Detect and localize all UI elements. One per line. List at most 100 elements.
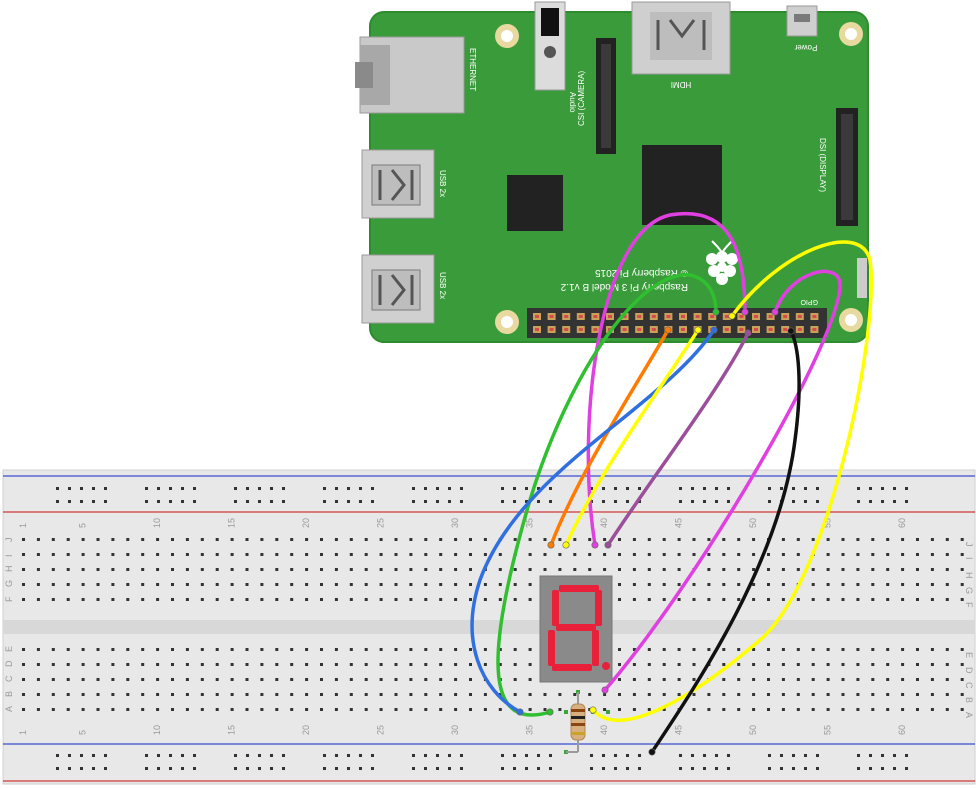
terminal-hole — [215, 568, 219, 571]
terminal-hole — [543, 693, 547, 696]
terminal-hole — [692, 678, 696, 681]
terminal-hole — [245, 538, 249, 541]
terminal-hole — [185, 538, 189, 541]
column-number: 40 — [599, 725, 609, 735]
rail-hole — [525, 487, 528, 490]
segment-f — [552, 590, 559, 626]
terminal-hole — [275, 553, 279, 556]
rail-hole — [626, 487, 629, 490]
terminal-hole — [230, 538, 234, 541]
terminal-hole — [618, 693, 621, 696]
terminal-hole — [960, 708, 964, 711]
gpio-pin-tip — [739, 315, 744, 318]
column-number: 50 — [748, 518, 758, 528]
terminal-hole — [275, 568, 279, 571]
terminal-hole — [96, 583, 100, 586]
terminal-hole — [930, 678, 934, 681]
terminal-hole — [469, 583, 472, 586]
terminal-hole — [886, 583, 890, 586]
rail-hole — [323, 500, 326, 503]
rail-hole — [68, 767, 71, 770]
terminal-hole — [290, 693, 294, 696]
rail-hole — [460, 767, 463, 770]
rail-hole — [905, 767, 908, 770]
terminal-hole — [51, 708, 55, 711]
terminal-hole — [796, 678, 800, 681]
rail-hole — [638, 754, 641, 757]
terminal-hole — [603, 568, 607, 571]
terminal-hole — [439, 568, 443, 571]
terminal-hole — [930, 648, 934, 651]
terminal-hole — [141, 648, 145, 651]
terminal-hole — [424, 538, 428, 541]
terminal-hole — [215, 538, 219, 541]
terminal-hole — [379, 568, 383, 571]
rail-hole — [92, 767, 95, 770]
terminal-hole — [126, 693, 130, 696]
terminal-hole — [290, 538, 294, 541]
terminal-hole — [737, 663, 741, 666]
terminal-hole — [916, 583, 919, 586]
terminal-hole — [513, 648, 517, 651]
terminal-hole — [275, 598, 279, 601]
terminal-hole — [677, 598, 681, 601]
terminal-hole — [200, 708, 204, 711]
rail-hole — [412, 500, 415, 503]
terminal-hole — [901, 648, 905, 651]
terminal-hole — [528, 553, 532, 556]
terminal-hole — [260, 568, 264, 571]
gpio-pin-tip — [724, 315, 729, 318]
terminal-hole — [439, 693, 443, 696]
terminal-hole — [364, 663, 368, 666]
terminal-hole — [126, 708, 130, 711]
terminal-hole — [364, 538, 368, 541]
terminal-hole — [737, 708, 741, 711]
terminal-hole — [126, 648, 130, 651]
rail-hole — [501, 500, 504, 503]
rail-hole — [193, 754, 196, 757]
terminal-hole — [364, 678, 368, 681]
terminal-hole — [483, 583, 487, 586]
terminal-hole — [498, 693, 502, 696]
terminal-hole — [66, 648, 70, 651]
terminal-hole — [230, 648, 234, 651]
usb-top-label: USB 2x — [438, 170, 447, 197]
terminal-hole — [439, 663, 443, 666]
rail-hole — [768, 500, 771, 503]
dsi-connector: DSI (DISPLAY) — [818, 108, 858, 226]
rail-hole — [881, 500, 884, 503]
terminal-hole — [945, 648, 949, 651]
terminal-hole — [886, 538, 890, 541]
power-port: Power — [786, 5, 818, 52]
terminal-hole — [498, 568, 502, 571]
row-letter: G — [4, 580, 14, 587]
rail-hole — [905, 487, 908, 490]
rail-hole — [804, 487, 807, 490]
rail-hole — [691, 767, 694, 770]
rail-hole — [679, 754, 682, 757]
terminal-hole — [886, 568, 890, 571]
terminal-hole — [498, 583, 502, 586]
terminal-hole — [945, 678, 949, 681]
terminal-hole — [796, 598, 800, 601]
gpio-pin-tip — [783, 328, 788, 331]
terminal-hole — [573, 553, 577, 556]
rail-hole — [549, 754, 552, 757]
terminal-hole — [439, 598, 443, 601]
terminal-hole — [260, 648, 264, 651]
wires — [470, 211, 874, 754]
rail-hole — [792, 487, 795, 490]
terminal-hole — [960, 568, 964, 571]
terminal-hole — [886, 663, 890, 666]
rail-hole — [525, 500, 528, 503]
terminal-hole — [320, 598, 323, 601]
terminal-hole — [141, 708, 145, 711]
terminal-hole — [752, 553, 756, 556]
terminal-hole — [215, 553, 219, 556]
terminal-hole — [454, 663, 458, 666]
rail-hole — [282, 767, 285, 770]
terminal-hole — [737, 583, 741, 586]
terminal-hole — [334, 663, 338, 666]
terminal-hole — [498, 553, 502, 556]
rail-hole — [68, 487, 71, 490]
